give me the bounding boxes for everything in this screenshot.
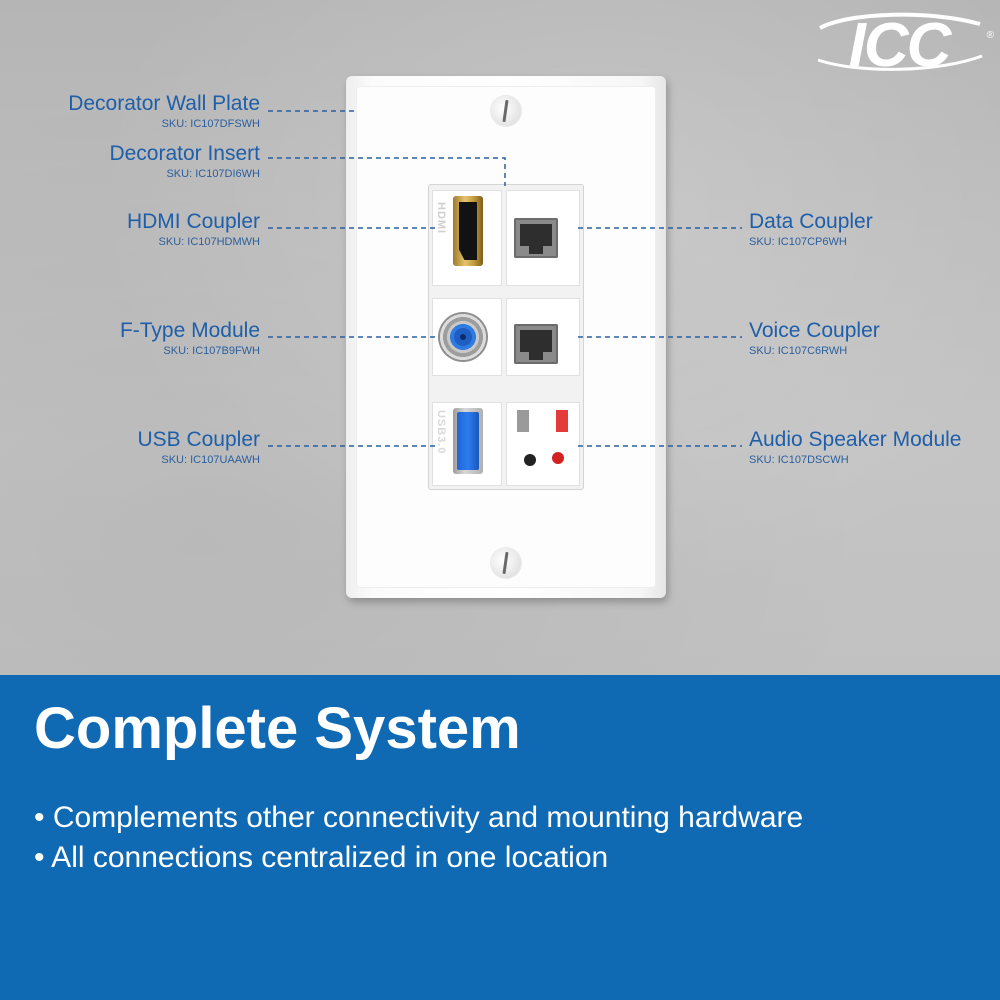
hdmi-marking: HDMI xyxy=(435,202,447,235)
hdmi-port-icon xyxy=(453,196,483,266)
f-type-connector-icon xyxy=(438,312,488,362)
logo-swoosh xyxy=(817,12,983,71)
speaker-red-clip xyxy=(556,410,568,432)
label-usb-coupler: USB Coupler xyxy=(137,428,260,451)
usb-port-icon xyxy=(453,408,483,474)
label-decorator-wall-plate: Decorator Wall Plate xyxy=(68,92,260,115)
label-f-type-module: F-Type Module xyxy=(119,319,260,342)
label-audio-speaker-module: Audio Speaker Module xyxy=(749,428,962,451)
banner-bullet: • All connections centralized in one loc… xyxy=(34,841,609,874)
top-screw xyxy=(491,96,521,126)
feature-banner xyxy=(0,675,1000,1000)
sku-f-type-module: SKU: IC107B9FWH xyxy=(163,345,260,357)
speaker-red-terminal-icon xyxy=(552,452,564,464)
bottom-screw xyxy=(491,548,521,578)
label-decorator-insert: Decorator Insert xyxy=(109,142,260,165)
label-hdmi-coupler: HDMI Coupler xyxy=(126,210,260,233)
sku-usb-coupler: SKU: IC107UAAWH xyxy=(161,454,260,466)
icc-logo: ICC ® xyxy=(806,10,994,80)
banner-headline: Complete System xyxy=(34,696,521,761)
sku-audio-speaker-module: SKU: IC107DSCWH xyxy=(749,454,849,466)
data-rj45-port-icon xyxy=(514,218,558,258)
label-voice-coupler: Voice Coupler xyxy=(749,319,880,342)
callout-leader-lines xyxy=(268,110,742,447)
speaker-black-clip xyxy=(517,410,529,432)
voice-rj45-port-icon xyxy=(514,324,558,364)
banner-bullet: • Complements other connectivity and mou… xyxy=(34,801,804,834)
sku-decorator-insert: SKU: IC107DI6WH xyxy=(166,168,260,180)
usb-marking: USB3.0 xyxy=(435,410,447,455)
logo-registered-mark: ® xyxy=(986,30,994,41)
sku-hdmi-coupler: SKU: IC107HDMWH xyxy=(158,236,260,248)
leader-insert xyxy=(268,157,506,186)
sku-data-coupler: SKU: IC107CP6WH xyxy=(749,236,847,248)
sku-decorator-wall-plate: SKU: IC107DFSWH xyxy=(161,118,260,130)
speaker-black-terminal-icon xyxy=(524,454,536,466)
sku-voice-coupler: SKU: IC107C6RWH xyxy=(749,345,848,357)
logo-text: ICC xyxy=(848,11,952,80)
label-data-coupler: Data Coupler xyxy=(749,210,873,233)
